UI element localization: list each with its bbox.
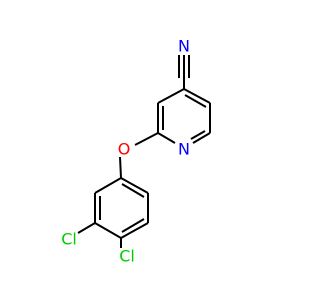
bond-c2-o bbox=[134, 132, 159, 146]
bond-o-c1p bbox=[119, 156, 122, 179]
bond-layer bbox=[77, 55, 211, 248]
ring-bond-c6-n1 bbox=[192, 132, 211, 144]
bond-c3p-cl bbox=[77, 222, 96, 234]
ring-bond-c4p-c3p bbox=[94, 222, 122, 239]
molecule-structure: N N O Cl Cl bbox=[61, 37, 211, 266]
ring-bond-c2p-c1p bbox=[94, 177, 122, 194]
ether-oxygen-label: O bbox=[118, 140, 131, 159]
nitrile-nitrogen-label: N bbox=[178, 37, 190, 56]
ring-bond-c4-c5-inner bbox=[184, 94, 207, 108]
ring-bond-c1p-c6p-inner bbox=[121, 183, 145, 198]
ring-bond-c4-c5 bbox=[183, 88, 211, 104]
ring-bond-n1-c2 bbox=[157, 132, 176, 144]
ring-bond-c6-n1-inner bbox=[190, 130, 206, 140]
ring-bond-c5p-c4p-inner bbox=[121, 218, 145, 233]
lower-chlorine-label: Cl bbox=[119, 247, 135, 266]
ring-bond-c1p-c6p bbox=[120, 177, 149, 194]
ring-bond-c5p-c4p bbox=[120, 222, 149, 239]
atom-labels: N N O Cl Cl bbox=[61, 37, 190, 266]
upper-chlorine-label: Cl bbox=[61, 230, 77, 249]
ring-bond-c3-c4 bbox=[157, 88, 185, 104]
pyridine-nitrogen-label: N bbox=[178, 140, 190, 159]
